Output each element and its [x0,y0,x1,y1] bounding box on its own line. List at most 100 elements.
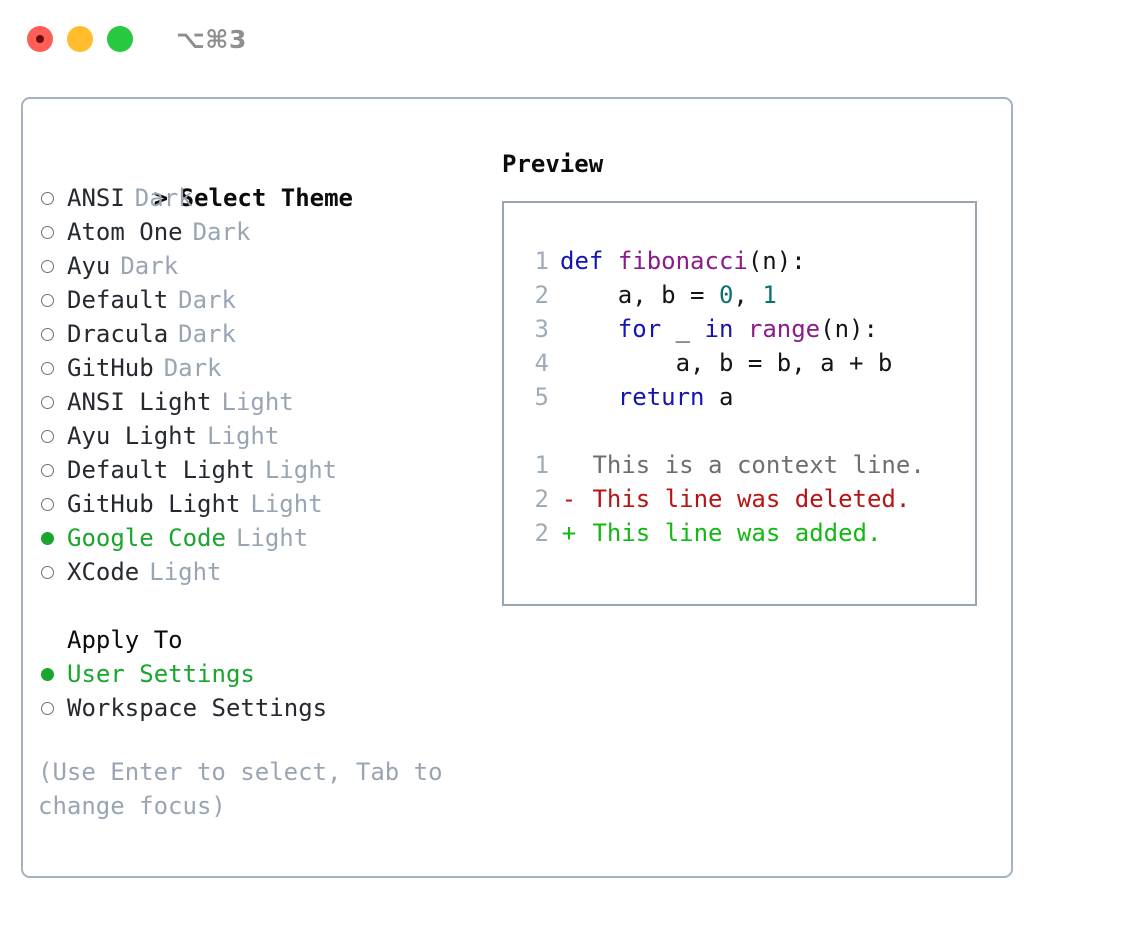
code-token-num: 1 [762,281,777,309]
theme-option-label: GitHub [67,354,154,382]
code-line-number: 3 [534,315,549,343]
theme-option-label: ANSI [67,184,125,212]
radio-unselected-icon[interactable] [41,565,54,579]
close-window-icon[interactable] [27,26,53,52]
diff-line-number: 1 [534,451,549,479]
theme-variant-badge: Dark [192,218,251,246]
diff-line: 2+ This line was added. [504,516,975,550]
theme-option-default[interactable]: Default Dark [38,283,488,317]
theme-variant-badge: Light [264,456,338,484]
code-line: 1 def fibonacci(n): [504,244,975,278]
radio-unselected-icon[interactable] [41,293,54,307]
theme-option-label: XCode [67,558,140,586]
code-token-kw: def [560,247,604,275]
code-token-fn: fibonacci [617,247,748,275]
radio-unselected-icon[interactable] [41,361,54,375]
theme-variant-badge: Dark [178,320,236,348]
radio-unselected-icon[interactable] [41,225,54,239]
code-token-punc: (n): [747,247,806,275]
theme-variant-badge: Dark [163,354,222,382]
code-line-number: 2 [534,281,549,309]
theme-variant-badge: Dark [178,286,236,314]
list-spacer [38,589,488,623]
theme-option-ayu[interactable]: Ayu Dark [38,249,488,283]
diff-line: 1 This is a context line. [504,448,975,482]
select-theme-title: Select Theme [179,184,353,212]
code-token-plain [560,383,618,411]
radio-unselected-icon[interactable] [41,497,54,511]
keyboard-shortcut-label: ⌥⌘3 [176,24,247,54]
diff-sample: 1 This is a context line.2- This line wa… [504,448,975,550]
code-token-plain: _ [661,315,705,343]
theme-variant-badge: Dark [120,252,179,280]
apply-to-option-workspace-settings[interactable]: Workspace Settings [38,691,488,725]
theme-variant-badge: Light [235,524,309,552]
diff-line-text: This is a context line. [578,451,925,479]
code-line-number: 4 [534,349,549,377]
diff-marker: - [561,485,577,513]
code-diff-gap [504,414,975,448]
diff-line-number: 2 [534,519,549,547]
apply-to-option-user-settings[interactable]: User Settings [38,657,488,691]
radio-unselected-icon[interactable] [41,191,54,205]
window-titlebar: ⌥⌘3 [0,0,1140,78]
code-token-plain [603,247,617,275]
theme-option-label: Atom One [67,218,183,246]
code-line-text: a, b = 0, 1 [560,278,777,312]
select-theme-heading: >Select Theme [38,147,488,212]
code-line: 3 for _ in range(n): [504,312,975,346]
apply-to-option-label: User Settings [67,660,255,688]
theme-option-atom-one[interactable]: Atom One Dark [38,215,488,249]
code-token-plain: a, b = [560,281,719,309]
minimize-window-icon[interactable] [67,26,93,52]
theme-option-github[interactable]: GitHub Dark [38,351,488,385]
radio-selected-icon[interactable] [41,667,54,681]
code-token-plain [560,315,618,343]
radio-unselected-icon[interactable] [41,701,54,715]
maximize-window-icon[interactable] [107,26,133,52]
theme-option-label: Ayu Light [67,422,198,450]
traffic-lights [27,26,133,52]
radio-unselected-icon[interactable] [41,429,54,443]
code-line-number: 1 [534,247,549,275]
code-token-kw: in [704,315,734,343]
theme-variant-badge: Light [207,422,280,450]
radio-unselected-icon[interactable] [41,327,54,341]
radio-selected-icon[interactable] [41,531,54,545]
code-line: 4 a, b = b, a + b [504,346,975,380]
code-line-text: a, b = b, a + b [560,346,893,380]
code-line: 2 a, b = 0, 1 [504,278,975,312]
theme-option-ayu-light[interactable]: Ayu Light Light [38,419,488,453]
radio-unselected-icon[interactable] [41,259,54,273]
code-token-plain: a [704,383,734,411]
theme-option-label: Default [67,286,169,314]
theme-option-label: Default Light [67,456,255,484]
code-line: 5 return a [504,380,975,414]
radio-unselected-icon[interactable] [41,395,54,409]
diff-line-text: This line was added. [578,519,882,547]
code-token-punc: (n): [820,315,878,343]
diff-line: 2- This line was deleted. [504,482,975,516]
code-token-num: 0 [718,281,734,309]
radio-unselected-icon[interactable] [41,463,54,477]
code-token-plain: a, b = b, a + b [560,349,893,377]
code-token-plain: , [733,281,763,309]
theme-option-label: Ayu [67,252,111,280]
code-line-text: return a [560,380,734,414]
theme-option-default-light[interactable]: Default Light Light [38,453,488,487]
code-token-plain [733,315,747,343]
code-line-text: def fibonacci(n): [560,244,806,278]
keyboard-hint-text: (Use Enter to select, Tab to change focu… [38,758,458,820]
